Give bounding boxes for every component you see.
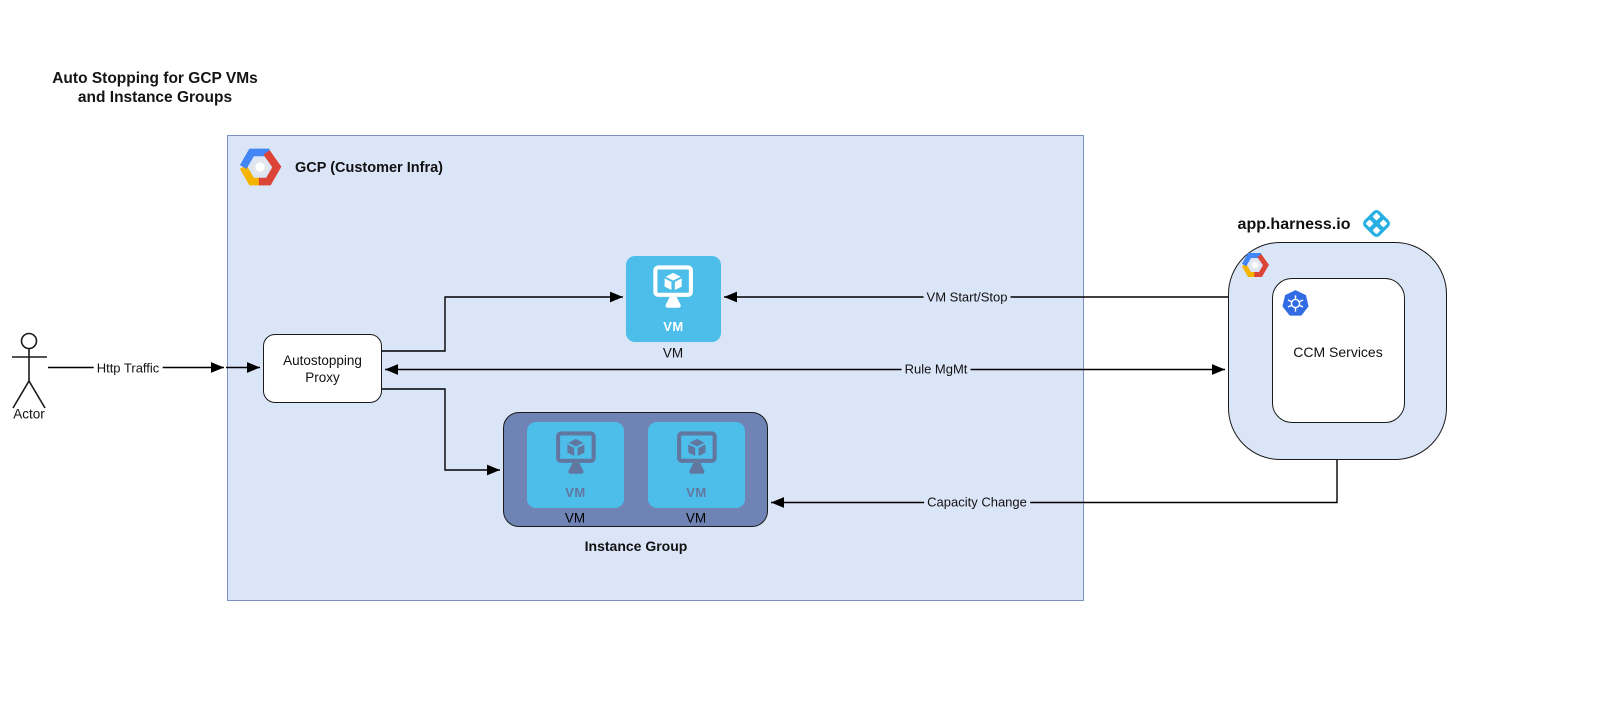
gcp-container-label: GCP (Customer Infra) (295, 160, 443, 176)
edge-capacity-change (771, 459, 1338, 508)
actor-icon (12, 332, 47, 409)
diagram-title: Auto Stopping for GCP VMs and Instance G… (52, 70, 258, 106)
vm-node-label: VM (662, 345, 684, 361)
instance-group-label: Instance Group (584, 538, 688, 554)
gcp-logo-icon (239, 148, 282, 186)
instance-group-vm-2-label: VM (685, 510, 707, 526)
vm-monitor-icon (676, 431, 717, 474)
vm-monitor-icon (555, 431, 596, 474)
autostopping-proxy-label: Autostopping Proxy (283, 352, 362, 385)
instance-group-vm-1: VM (527, 422, 624, 508)
harness-logo-icon (1363, 210, 1390, 237)
vm-icon-label: VM (663, 319, 684, 335)
edge-label-capacity-change: Capacity Change (924, 494, 1030, 510)
vm-node: VM (626, 256, 721, 342)
ccm-services-label: CCM Services (1293, 344, 1383, 360)
harness-title: app.harness.io (1237, 216, 1351, 233)
gcp-logo-icon-small (1241, 253, 1269, 277)
edge-proxy-to-instance-group (382, 388, 500, 476)
edge-label-vm-start-stop: VM Start/Stop (923, 289, 1011, 305)
actor-label: Actor (13, 406, 45, 422)
vm-monitor-icon (653, 265, 694, 308)
edge-proxy-to-vm (382, 291, 623, 352)
autostopping-proxy-node: Autostopping Proxy (263, 334, 382, 403)
instance-group-vm-1-label: VM (564, 510, 586, 526)
edge-label-http-traffic: Http Traffic (93, 360, 163, 376)
vm-icon-label: VM (686, 485, 707, 501)
instance-group-vm-2: VM (648, 422, 745, 508)
edge-label-rule-mgmt: Rule MgMt (901, 361, 971, 377)
kubernetes-logo-icon (1282, 290, 1309, 316)
vm-icon-label: VM (565, 485, 586, 501)
